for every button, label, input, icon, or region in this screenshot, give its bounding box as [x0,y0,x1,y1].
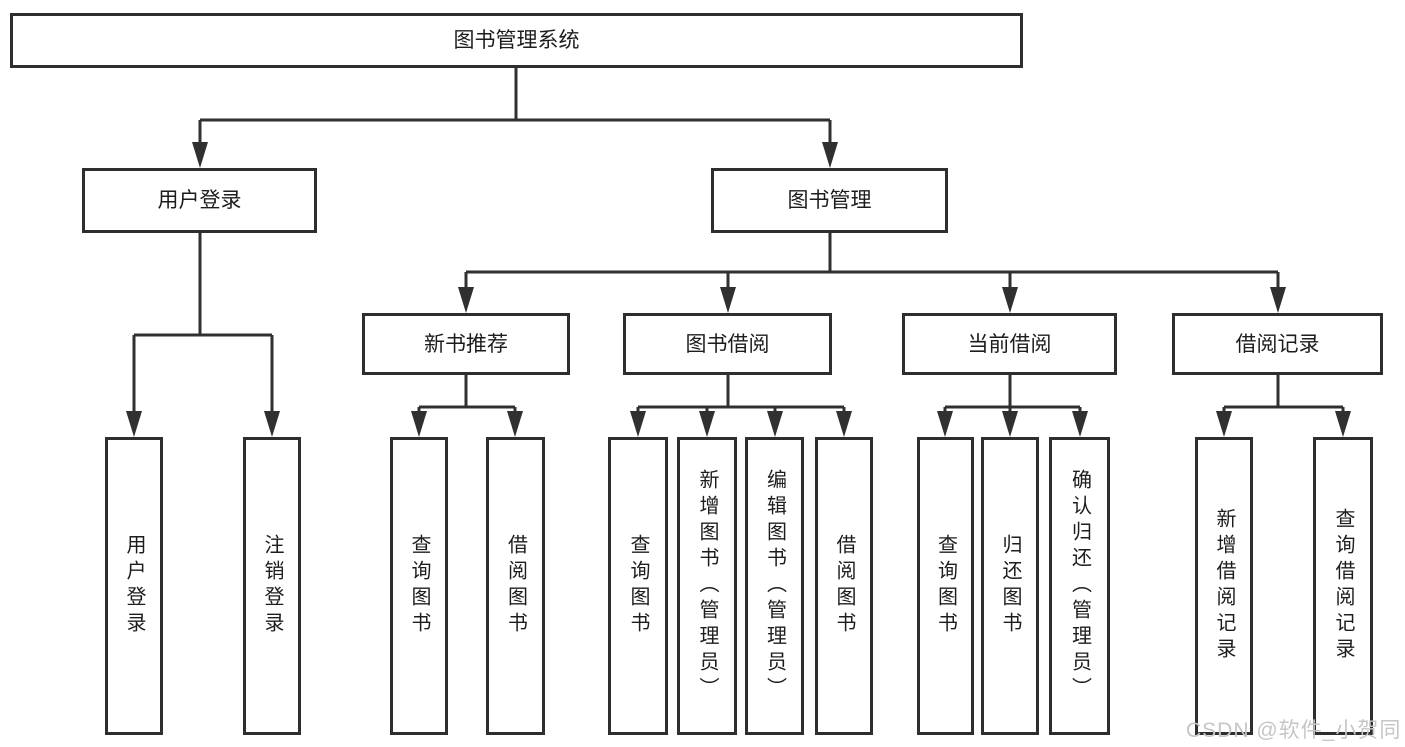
node-return-books: 归还图书 [981,437,1039,735]
node-edit-books-admin: 编辑图书（管理员） [745,437,804,735]
node-book-management: 图书管理 [711,168,948,233]
node-current-borrowing: 当前借阅 [902,313,1117,375]
node-user-login: 用户登录 [82,168,317,233]
node-add-books-admin: 新增图书（管理员） [677,437,737,735]
node-add-borrow-record: 新增借阅记录 [1195,437,1253,735]
node-query-books-borrow: 查询图书 [608,437,668,735]
node-new-book-recommend: 新书推荐 [362,313,570,375]
node-borrow-books-borrow: 借阅图书 [815,437,873,735]
csdn-watermark: CSDN @软件_小贺同学 [1186,719,1402,742]
node-logout-leaf: 注销登录 [243,437,301,735]
node-borrow-books-newbook: 借阅图书 [486,437,545,735]
node-borrowing-records: 借阅记录 [1172,313,1383,375]
node-query-books-newbook: 查询图书 [390,437,448,735]
node-query-borrow-record: 查询借阅记录 [1313,437,1373,735]
node-confirm-return-admin: 确认归还（管理员） [1049,437,1110,735]
node-query-books-current: 查询图书 [917,437,974,735]
node-book-borrowing: 图书借阅 [623,313,832,375]
node-user-login-leaf: 用户登录 [105,437,163,735]
node-library-management-system: 图书管理系统 [10,13,1023,68]
